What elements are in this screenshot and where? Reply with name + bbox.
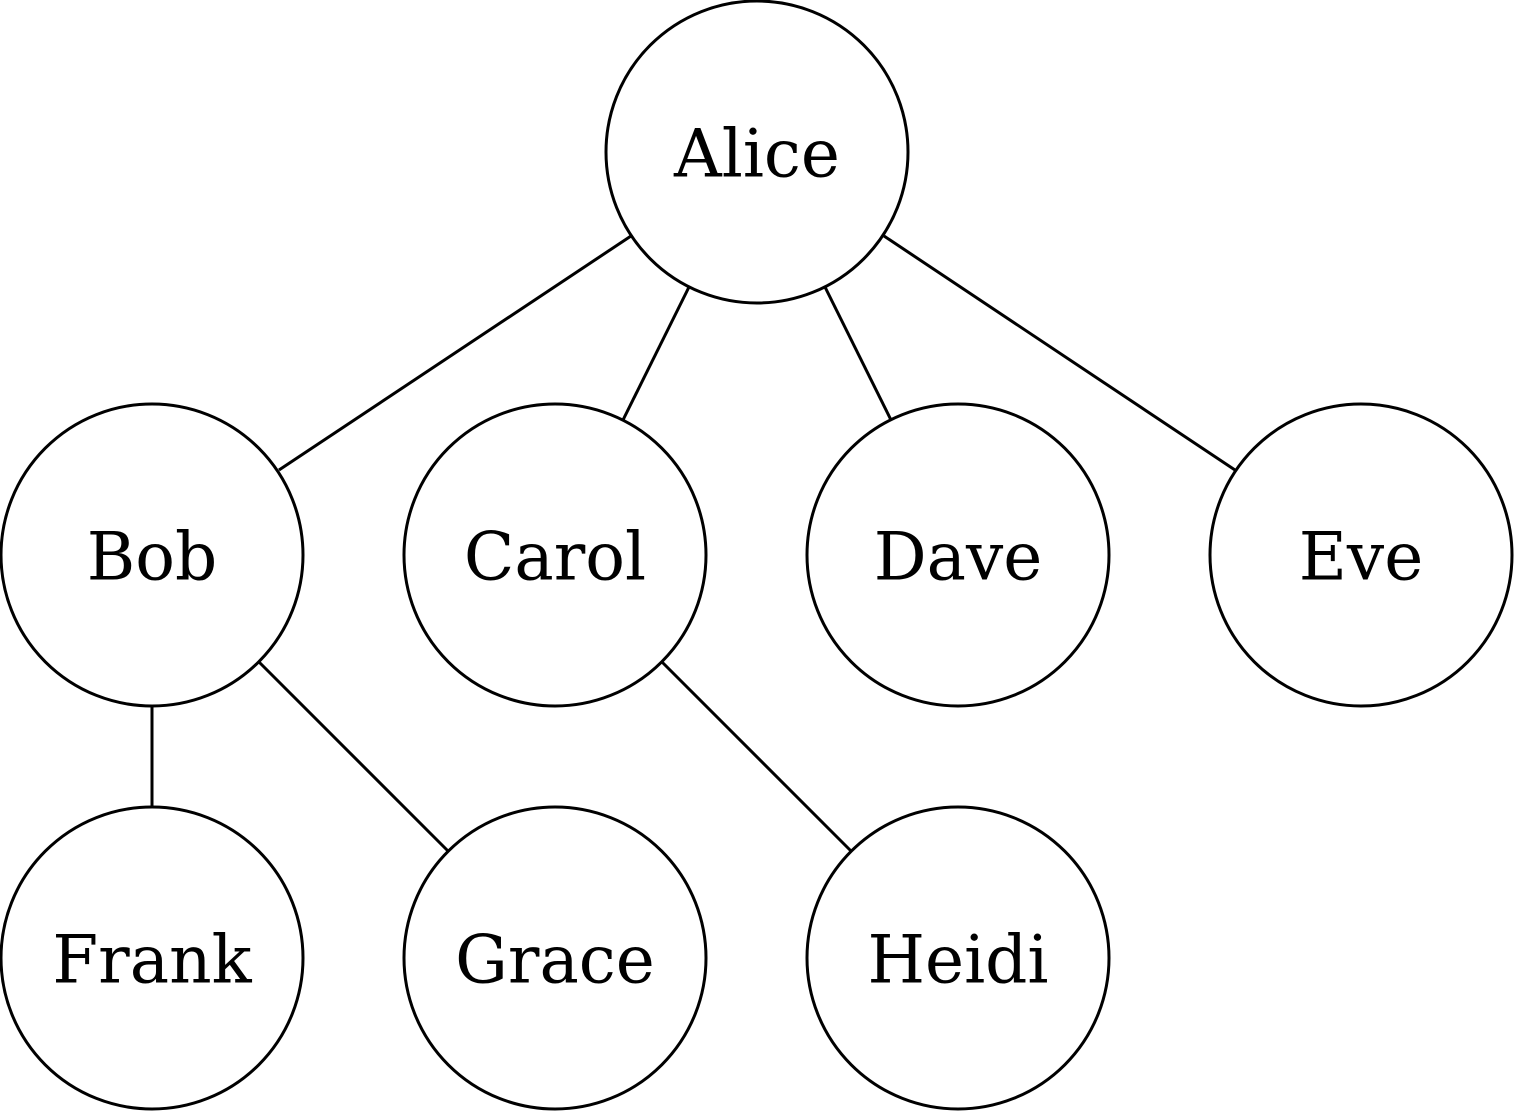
node-eve[interactable]: Eve xyxy=(1208,402,1514,708)
edge-alice-dave xyxy=(823,286,893,421)
edge-bob-grace xyxy=(257,660,450,853)
edge-carol-heidi xyxy=(660,660,853,853)
node-eve-circle xyxy=(1208,402,1514,708)
node-carol-circle xyxy=(402,402,708,708)
node-frank[interactable]: Frank xyxy=(0,805,305,1111)
edge-alice-eve xyxy=(883,234,1236,472)
node-heidi-circle xyxy=(805,805,1111,1111)
node-frank-label: Frank xyxy=(52,922,252,999)
node-carol[interactable]: Carol xyxy=(402,402,708,708)
node-heidi[interactable]: Heidi xyxy=(805,805,1111,1111)
node-eve-label: Eve xyxy=(1299,519,1424,596)
node-grace[interactable]: Grace xyxy=(402,805,708,1111)
node-carol-label: Carol xyxy=(464,519,646,596)
node-grace-circle xyxy=(402,805,708,1111)
edges-layer xyxy=(150,234,1236,853)
node-alice-label: Alice xyxy=(673,116,840,193)
node-grace-label: Grace xyxy=(455,922,655,999)
node-bob-label: Bob xyxy=(87,519,218,596)
node-dave[interactable]: Dave xyxy=(805,402,1111,708)
node-alice[interactable]: Alice xyxy=(604,0,910,305)
node-alice-circle xyxy=(604,0,910,305)
edge-alice-bob xyxy=(278,234,632,472)
node-dave-label: Dave xyxy=(874,519,1043,596)
node-dave-circle xyxy=(805,402,1111,708)
node-frank-circle xyxy=(0,805,305,1111)
node-heidi-label: Heidi xyxy=(867,922,1048,999)
node-bob-circle xyxy=(0,402,305,708)
edge-alice-carol xyxy=(621,286,691,421)
node-bob[interactable]: Bob xyxy=(0,402,305,708)
